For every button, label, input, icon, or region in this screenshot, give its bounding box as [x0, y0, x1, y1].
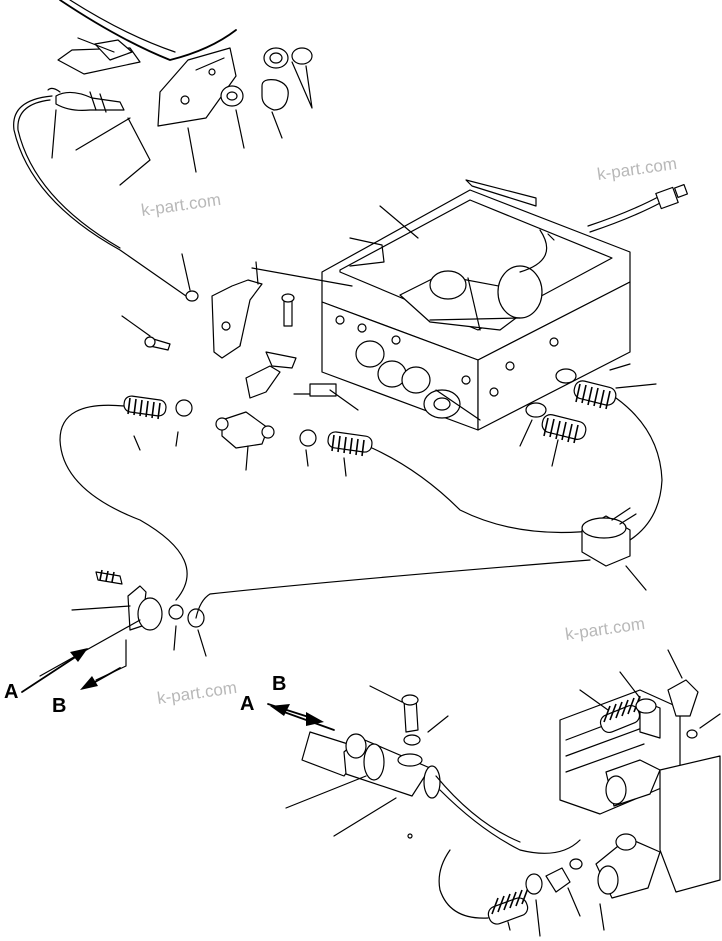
splitter-fitting — [221, 411, 269, 449]
hose-set-left — [59, 395, 601, 601]
label-b-right: B — [272, 673, 286, 695]
lower-left-cylinder: A B — [4, 559, 591, 717]
hose-set-right — [519, 363, 663, 591]
control-lever-assembly — [13, 0, 313, 297]
lower-right-pump — [438, 649, 721, 937]
label-a-left: A — [4, 681, 18, 703]
valve-box — [321, 179, 689, 431]
lever-plate — [157, 47, 237, 127]
watermark-4: k-part.com — [156, 678, 238, 708]
label-a-right: A — [240, 693, 254, 715]
watermark-3: k-part.com — [564, 614, 646, 644]
elbow-fitting — [667, 679, 699, 717]
cable-bracket — [121, 253, 359, 471]
knob — [261, 79, 289, 111]
watermark-1: k-part.com — [140, 190, 222, 220]
watermark-2: k-part.com — [596, 154, 678, 184]
label-b-left: B — [52, 695, 66, 717]
port — [355, 340, 385, 368]
lower-actuator: B A — [240, 673, 581, 854]
